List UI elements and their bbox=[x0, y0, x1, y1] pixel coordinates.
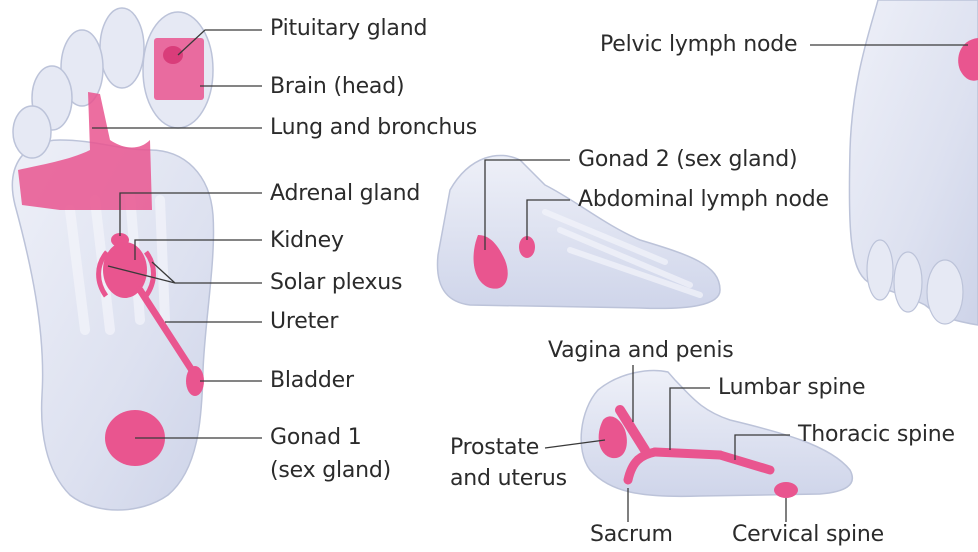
pituitary-point bbox=[163, 46, 183, 64]
label-cervical-spine: Cervical spine bbox=[732, 522, 884, 548]
label-gonad1-line2: (sex gland) bbox=[270, 458, 391, 484]
label-lung-bronchus: Lung and bronchus bbox=[270, 115, 477, 141]
sole-foot bbox=[12, 8, 213, 510]
top-foot bbox=[849, 0, 978, 325]
label-sacrum: Sacrum bbox=[590, 522, 673, 548]
label-lumbar-spine: Lumbar spine bbox=[718, 375, 865, 401]
label-bladder: Bladder bbox=[270, 368, 354, 394]
label-vagina-penis: Vagina and penis bbox=[548, 338, 734, 364]
toe-2 bbox=[100, 8, 144, 88]
label-gonad2: Gonad 2 (sex gland) bbox=[578, 147, 797, 173]
top-toe-2 bbox=[894, 252, 922, 312]
label-pelvic-lymph-node: Pelvic lymph node bbox=[600, 32, 797, 58]
label-thoracic-spine: Thoracic spine bbox=[798, 422, 955, 448]
toe-5 bbox=[13, 106, 51, 158]
label-prostate-line2: and uterus bbox=[450, 466, 567, 492]
label-ureter: Ureter bbox=[270, 309, 338, 335]
label-brain: Brain (head) bbox=[270, 74, 404, 100]
top-toe-1 bbox=[867, 240, 893, 300]
top-toe-3 bbox=[927, 260, 963, 324]
label-kidney: Kidney bbox=[270, 228, 344, 254]
label-adrenal-gland: Adrenal gland bbox=[270, 181, 420, 207]
label-abdominal-lymph-node: Abdominal lymph node bbox=[578, 187, 829, 213]
cervical-zone bbox=[774, 482, 798, 498]
pituitary-zone bbox=[154, 38, 204, 100]
side-foot-inner bbox=[437, 155, 720, 308]
label-prostate-line1: Prostate bbox=[450, 435, 539, 461]
label-pituitary-gland: Pituitary gland bbox=[270, 16, 427, 42]
lumbar-zone bbox=[655, 452, 720, 455]
label-gonad1-line1: Gonad 1 bbox=[270, 425, 362, 451]
label-solar-plexus: Solar plexus bbox=[270, 270, 402, 296]
